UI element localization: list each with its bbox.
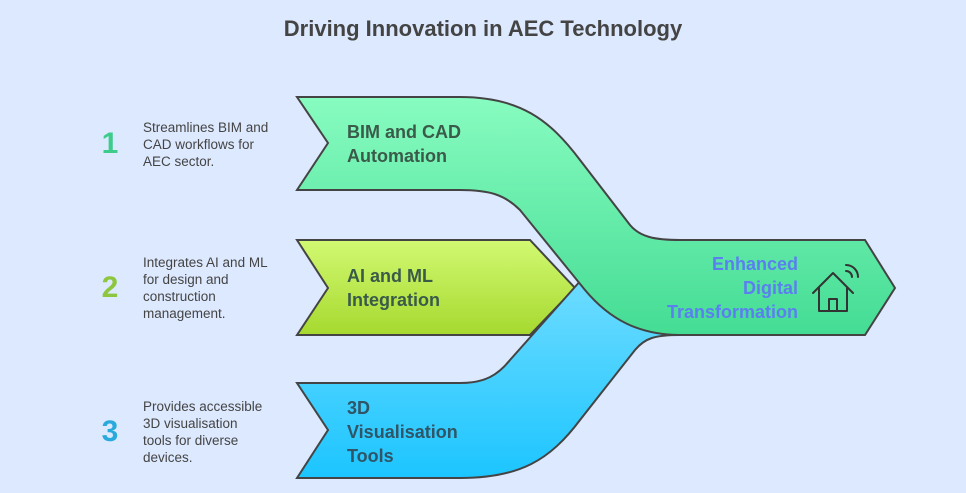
desc-line: tools for diverse <box>143 433 239 448</box>
label-line: AI and ML <box>347 266 433 286</box>
desc-line: management. <box>143 306 226 321</box>
label-line: 3D <box>347 398 371 418</box>
desc-line: Integrates AI and ML <box>143 255 268 270</box>
label-line: Integration <box>347 290 440 310</box>
desc-line: Streamlines BIM and <box>143 120 269 135</box>
step-number-2: 2 <box>101 271 119 304</box>
arrow-label-1: BIM and CAD Automation <box>347 120 497 168</box>
diagram-title: Driving Innovation in AEC Technology <box>283 16 683 41</box>
label-line: BIM and CAD <box>347 122 461 142</box>
desc-line: AEC sector. <box>143 154 215 169</box>
step-number-3: 3 <box>101 415 119 448</box>
arrow-3d-visualisation <box>295 268 694 479</box>
desc-line: for design and <box>143 272 229 287</box>
step-description-3: Provides accessible 3D visualisation too… <box>143 398 293 466</box>
desc-line: devices. <box>143 450 193 465</box>
arrow-ai-ml <box>295 239 577 336</box>
smart-home-icon <box>812 264 859 312</box>
outcome-line: Transformation <box>666 302 798 322</box>
desc-line: Provides accessible <box>143 399 263 414</box>
outcome-line: Digital <box>742 278 798 298</box>
desc-line: construction <box>143 289 216 304</box>
outcome-label: Enhanced Digital Transformation <box>620 252 798 324</box>
label-line: Tools <box>347 446 394 466</box>
step-number-1: 1 <box>101 127 119 160</box>
arrow-bim-cad-to-outcome <box>295 96 897 336</box>
label-line: Automation <box>347 146 447 166</box>
arrow-label-2: AI and ML Integration <box>347 264 497 312</box>
desc-line: CAD workflows for <box>143 137 255 152</box>
outcome-line: Enhanced <box>711 254 798 274</box>
arrow-label-3: 3D Visualisation Tools <box>347 396 497 468</box>
desc-line: 3D visualisation <box>143 416 238 431</box>
step-description-1: Streamlines BIM and CAD workflows for AE… <box>143 119 293 170</box>
label-line: Visualisation <box>347 422 458 442</box>
step-description-2: Integrates AI and ML for design and cons… <box>143 254 293 322</box>
